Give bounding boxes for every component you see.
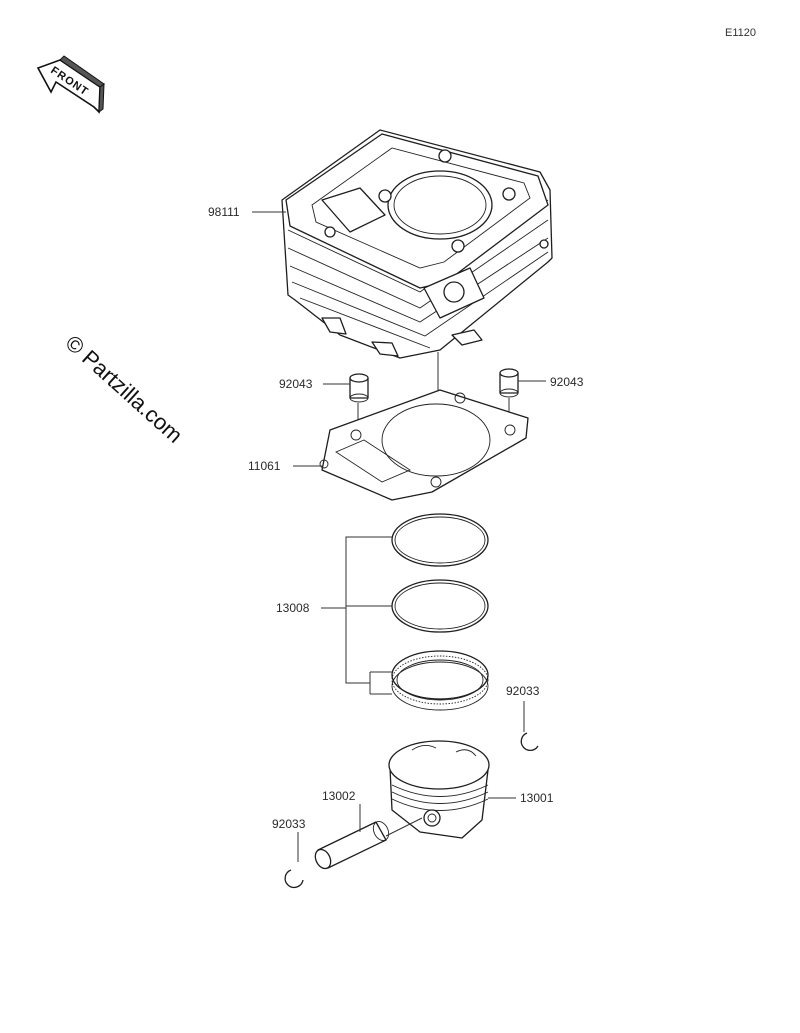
part-code-pin[interactable]: 13002 xyxy=(322,789,356,803)
part-code-gasket[interactable]: 11061 xyxy=(248,459,281,473)
watermark: © Partzilla.com xyxy=(61,330,188,448)
dowel-left-part[interactable] xyxy=(349,373,369,403)
part-code-circlip-right[interactable]: 92033 xyxy=(506,684,540,698)
piston-pin-part[interactable] xyxy=(312,819,391,871)
ring-second-part[interactable] xyxy=(391,579,489,633)
part-code-piston[interactable]: 13001 xyxy=(520,791,554,805)
ring-oil-part[interactable] xyxy=(391,650,489,711)
part-code-dowel-left[interactable]: 92043 xyxy=(279,377,313,391)
diagram-id: E1120 xyxy=(725,27,756,39)
cylinder-part[interactable] xyxy=(281,129,553,359)
piston-part[interactable] xyxy=(388,740,490,839)
part-code-circlip-left[interactable]: 92033 xyxy=(272,817,306,831)
circlip-left-part[interactable] xyxy=(284,869,304,889)
part-code-dowel-right[interactable]: 92043 xyxy=(550,375,584,389)
ring-top-part[interactable] xyxy=(391,513,489,567)
circlip-right-part[interactable] xyxy=(520,732,539,752)
gasket-part[interactable] xyxy=(319,389,529,501)
part-code-rings[interactable]: 13008 xyxy=(276,601,310,615)
front-arrow-icon: FRONT xyxy=(36,55,105,114)
part-code-cylinder[interactable]: 98111 xyxy=(208,205,240,219)
dowel-right-part[interactable] xyxy=(499,368,519,398)
